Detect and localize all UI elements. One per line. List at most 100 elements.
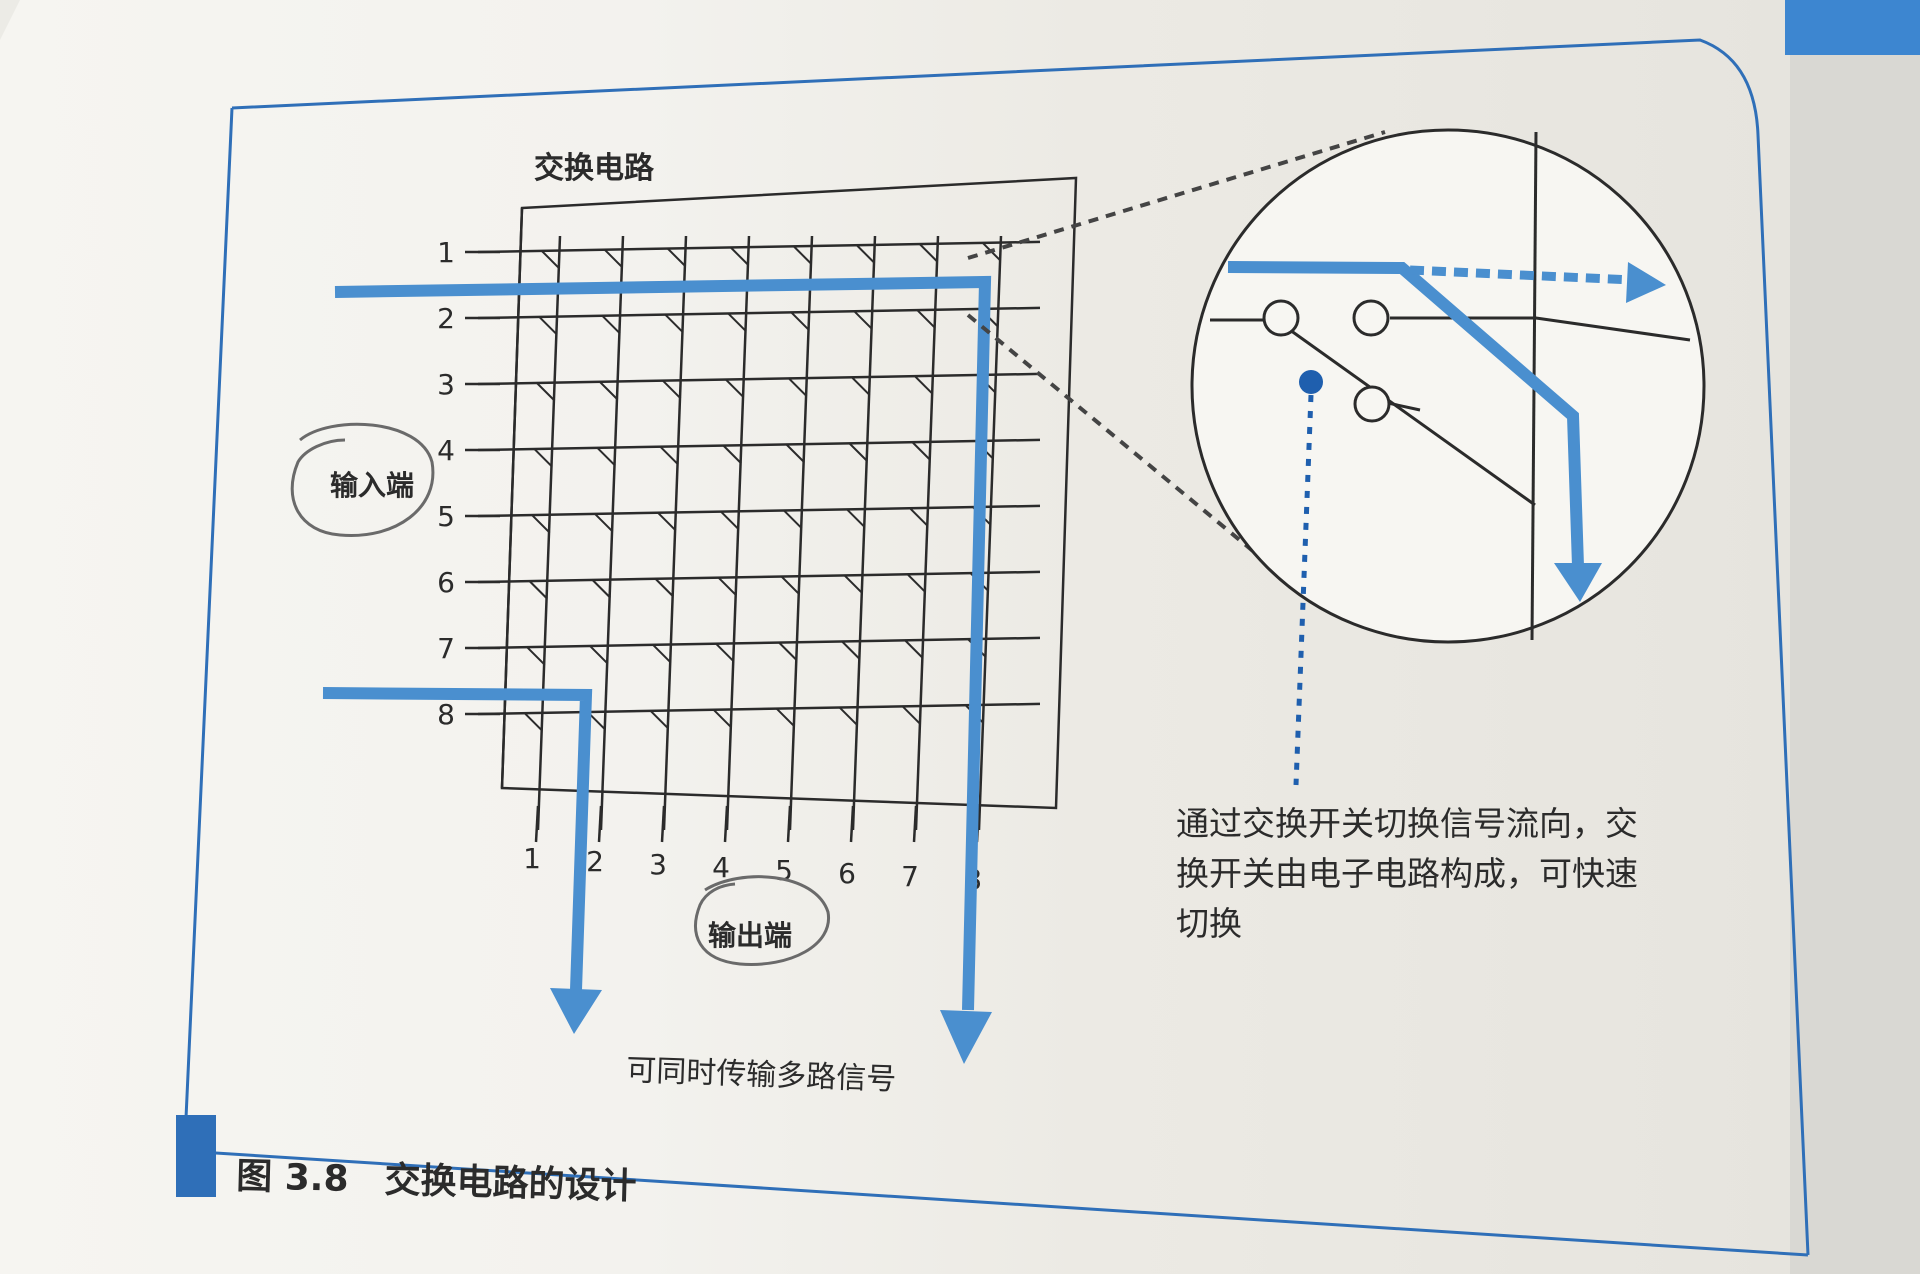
output-line: [851, 235, 877, 831]
output-line: [977, 235, 1003, 831]
switch-mark: [591, 578, 611, 599]
output-number: 4: [712, 851, 730, 884]
switch-mark: [664, 313, 684, 334]
switch-mark: [652, 643, 672, 664]
output-tick: [912, 805, 918, 843]
input-number: 5: [437, 500, 455, 533]
switch-mark: [778, 641, 798, 661]
switch-mark: [918, 243, 939, 263]
switch-mark: [533, 447, 553, 468]
signal-arrow-8-icon: [940, 1010, 992, 1064]
output-line: [914, 235, 940, 831]
signal-path-8-to-1: [322, 687, 593, 991]
switch-mark: [593, 512, 614, 533]
switch-mark: [724, 378, 745, 398]
zoom-note-line-2: 换开关由电子电路构成，可快速: [1176, 854, 1638, 893]
zoom-note-line-3: 切换: [1176, 904, 1242, 943]
output-line: [662, 235, 688, 831]
switch-mark: [855, 244, 876, 264]
switch-mark: [901, 705, 922, 725]
input-label-circle: [290, 422, 435, 538]
input-line: [477, 636, 1041, 650]
switch-mark: [717, 576, 737, 597]
switch-mark: [523, 712, 544, 732]
contact-a-icon: [1262, 299, 1300, 337]
output-number: 7: [901, 860, 919, 893]
switch-mark: [530, 514, 551, 534]
switch-mark: [785, 443, 805, 463]
switch-mark: [780, 575, 800, 595]
switch-mark: [526, 646, 546, 666]
note-pointer-line: [1293, 394, 1314, 786]
page-tab-mark: [1785, 0, 1920, 55]
output-tick: [723, 805, 729, 843]
switch-mark: [661, 379, 682, 400]
output-line: [599, 235, 625, 831]
input-line: [477, 240, 1041, 254]
switch-mark: [601, 314, 621, 335]
switch-mark: [659, 445, 679, 466]
zoom-circle: [1190, 128, 1706, 644]
switch-mark: [712, 708, 733, 729]
signal-path-2-to-8: [334, 275, 992, 1011]
switch-mark: [540, 249, 561, 270]
output-number: 3: [649, 848, 667, 881]
switch-mark: [538, 315, 558, 336]
switch-mark: [792, 245, 813, 265]
input-number: 6: [437, 566, 455, 599]
output-tick: [849, 805, 855, 843]
switch-mark: [528, 580, 548, 600]
output-line: [725, 235, 751, 831]
switch-mark: [729, 246, 750, 266]
zoom-arrow-right-icon: [1626, 262, 1666, 303]
output-number: 2: [586, 845, 604, 878]
figure-caption: 图 3.8 交换电路的设计: [236, 1155, 637, 1207]
switch-mark: [598, 380, 619, 401]
input-line: [477, 504, 1041, 518]
switch-mark: [906, 573, 926, 593]
switch-mark: [715, 642, 735, 663]
output-line: [788, 235, 814, 831]
zoom-detail: [1210, 131, 1691, 641]
output-tick: [597, 805, 603, 843]
switch-mark: [535, 381, 556, 402]
switch-mark: [719, 510, 740, 531]
switch-mark: [727, 312, 747, 332]
switch-mark: [841, 640, 861, 660]
output-tick: [534, 805, 540, 843]
input-line: [477, 570, 1041, 584]
switch-mark: [843, 574, 863, 594]
switch-mark: [775, 707, 796, 728]
switch-mark: [787, 377, 808, 397]
switch-pivot-icon: [1299, 370, 1323, 394]
switch-mark: [911, 441, 931, 461]
input-number: 4: [437, 434, 455, 467]
input-number: 2: [437, 302, 455, 335]
zoom-arrow-down-icon: [1554, 563, 1602, 602]
zoom-line-top: [967, 130, 1386, 260]
input-line: [477, 438, 1041, 452]
input-number: 8: [437, 698, 455, 731]
zoom-note-line-1: 通过交换开关切换信号流向，交: [1176, 804, 1638, 843]
input-line: [477, 702, 1041, 716]
signal-arrow-1-icon: [550, 988, 602, 1034]
switch-mark: [782, 509, 803, 529]
crossbar-grid: [477, 235, 1041, 831]
switch-mark: [916, 309, 936, 329]
input-line: [477, 306, 1041, 320]
output-tick: [660, 805, 666, 843]
switch-mark: [603, 248, 624, 269]
switch-mark: [589, 644, 609, 665]
zoom-note: 通过交换开关切换信号流向，交 换开关由电子电路构成，可快速 切换: [1176, 804, 1638, 943]
input-number: 7: [437, 632, 455, 665]
switch-mark: [656, 511, 677, 532]
contact-c-icon: [1353, 385, 1391, 423]
caption-marker: [176, 1115, 216, 1197]
switch-mark: [845, 508, 866, 528]
switch-mark: [666, 247, 687, 267]
output-label: 输出端: [708, 919, 792, 952]
contact-b-icon: [1352, 299, 1390, 337]
